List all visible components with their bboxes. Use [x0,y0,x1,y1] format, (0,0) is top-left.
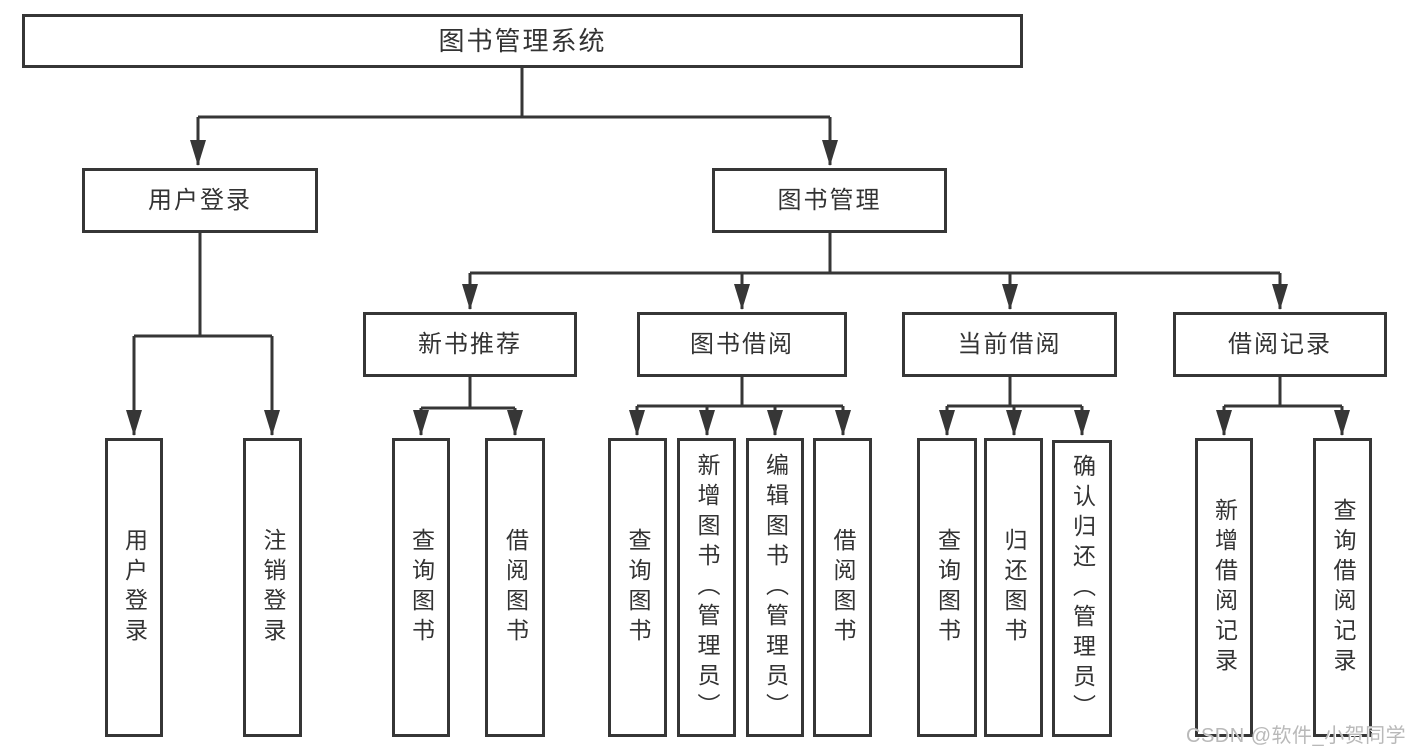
node-query-books-borrowing-label: 查询图书 [625,527,651,648]
node-add-borrow-record: 新增借阅记录 [1195,438,1253,737]
csdn-watermark: CSDN @软件_小贺同学 [1186,725,1405,747]
node-logout-action-label: 注销登录 [260,527,286,648]
node-book-management: 图书管理 [712,168,947,233]
node-user-login-label: 用户登录 [148,186,252,214]
node-confirm-return-admin: 确认归还（管理员） [1052,440,1112,737]
node-query-books-current-label: 查询图书 [934,527,961,648]
node-borrow-books-recommend: 借阅图书 [485,438,545,737]
node-edit-books-admin: 编辑图书（管理员） [746,438,804,737]
node-new-book-recommendation-label: 新书推荐 [418,330,522,358]
node-query-books-recommend: 查询图书 [392,438,450,737]
node-add-books-admin-label: 新增图书（管理员） [694,452,720,723]
node-add-books-admin: 新增图书（管理员） [677,438,736,737]
node-current-borrowing: 当前借阅 [902,312,1117,377]
node-user-login-action: 用户登录 [105,438,163,737]
node-borrow-books-borrowing: 借阅图书 [813,438,872,737]
node-add-borrow-record-label: 新增借阅记录 [1211,497,1238,678]
node-return-books: 归还图书 [984,438,1043,737]
node-return-books-label: 归还图书 [1001,527,1027,648]
node-edit-books-admin-label: 编辑图书（管理员） [762,452,789,723]
node-book-management-label: 图书管理 [777,186,882,214]
node-book-borrowing: 图书借阅 [637,312,847,377]
node-borrowing-records-label: 借阅记录 [1228,330,1332,358]
node-borrow-books-borrowing-label: 借阅图书 [830,527,856,648]
node-borrowing-records: 借阅记录 [1173,312,1387,377]
node-book-borrowing-label: 图书借阅 [690,330,794,358]
node-library-system: 图书管理系统 [22,14,1023,68]
node-query-books-borrowing: 查询图书 [608,438,667,737]
node-borrow-books-recommend-label: 借阅图书 [502,527,529,648]
node-confirm-return-admin-label: 确认归还（管理员） [1069,453,1096,724]
node-query-borrow-record: 查询借阅记录 [1313,438,1372,737]
node-logout-action: 注销登录 [243,438,302,737]
node-new-book-recommendation: 新书推荐 [363,312,577,377]
node-query-books-recommend-label: 查询图书 [408,527,435,648]
node-query-books-current: 查询图书 [917,438,977,737]
node-user-login-action-label: 用户登录 [121,527,148,648]
node-user-login: 用户登录 [82,168,318,233]
node-query-borrow-record-label: 查询借阅记录 [1330,497,1356,678]
node-library-system-label: 图书管理系统 [438,26,607,56]
node-current-borrowing-label: 当前借阅 [957,330,1062,358]
